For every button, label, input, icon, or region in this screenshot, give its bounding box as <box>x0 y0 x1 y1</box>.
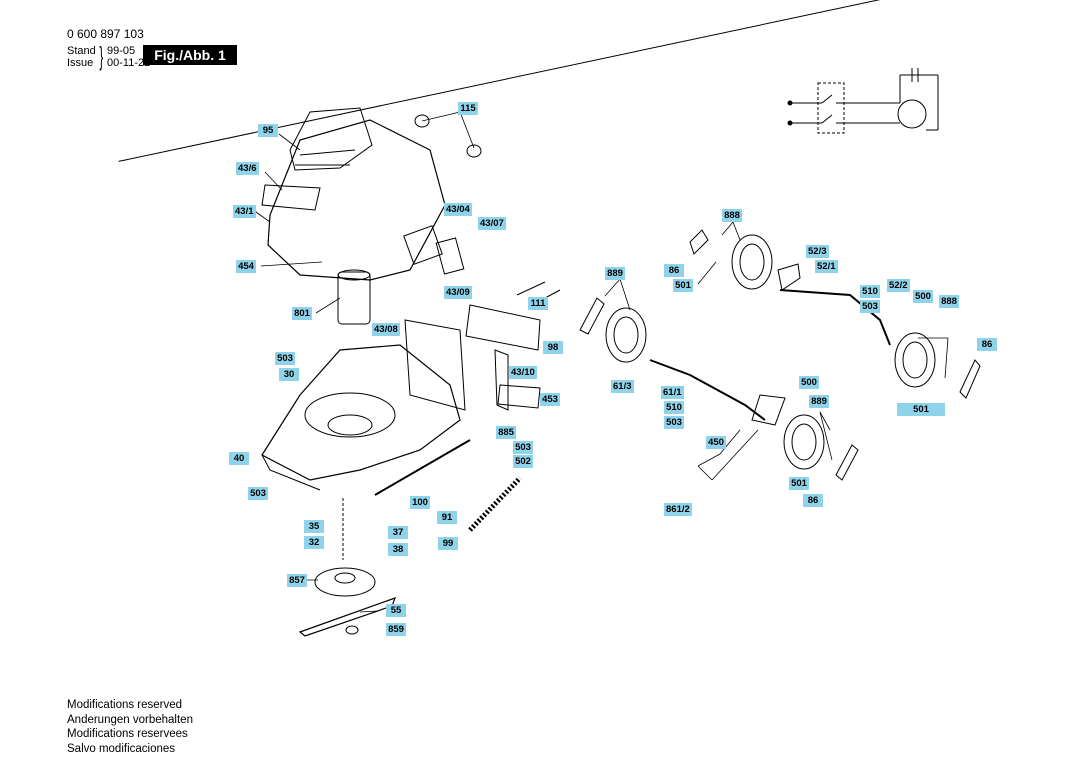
callout-86-a: 86 <box>664 264 684 277</box>
figure-tag: Fig./Abb. 1 <box>143 45 237 65</box>
callout-889-a: 889 <box>605 267 625 280</box>
callout-503-c: 503 <box>248 487 268 500</box>
callout-91: 91 <box>437 511 457 524</box>
callout-38: 38 <box>388 543 408 556</box>
callout-30: 30 <box>279 368 299 381</box>
callout-86-c: 86 <box>803 494 823 507</box>
motor-hood <box>261 107 446 281</box>
callout-43-09: 43/09 <box>444 286 472 299</box>
callout-40: 40 <box>229 452 249 465</box>
stand-value: 99-05 <box>107 45 1067 57</box>
issue-label: Issue <box>67 57 94 69</box>
callout-35: 35 <box>304 520 324 533</box>
callout-98: 98 <box>543 341 563 354</box>
mower-deck <box>261 319 466 491</box>
callout-857: 857 <box>287 574 307 587</box>
callout-99: 99 <box>438 537 458 550</box>
callout-861-2: 861/2 <box>664 503 692 516</box>
callout-61-1: 61/1 <box>661 386 684 399</box>
callout-52-1: 52/1 <box>815 260 838 273</box>
callout-500-b: 500 <box>799 376 819 389</box>
callout-888-b: 888 <box>939 295 959 308</box>
callout-32: 32 <box>304 536 324 549</box>
callout-885: 885 <box>496 426 516 439</box>
callout-510-a: 510 <box>860 285 880 298</box>
callout-43-1: 43/1 <box>233 205 256 218</box>
callout-801: 801 <box>292 307 312 320</box>
callout-450: 450 <box>706 436 726 449</box>
callout-43-6: 43/6 <box>236 162 259 175</box>
callout-55: 55 <box>386 604 406 617</box>
callout-115: 115 <box>458 102 478 115</box>
callout-43-04: 43/04 <box>444 203 472 216</box>
brace-glyph: } <box>99 41 104 71</box>
leader-lines <box>255 111 949 613</box>
caps <box>414 114 482 275</box>
callout-86-b: 86 <box>977 338 997 351</box>
callout-52-3: 52/3 <box>806 245 829 258</box>
callout-503-e: 503 <box>664 416 684 429</box>
stand-label: Stand <box>67 45 96 57</box>
fan-and-blade <box>298 498 397 637</box>
callout-501-c: 501 <box>789 477 809 490</box>
callout-43-08: 43/08 <box>372 323 400 336</box>
callout-501-b: 501 <box>897 403 945 416</box>
grass-panels <box>465 281 561 411</box>
issue-value: 00-11-22 <box>107 57 151 69</box>
callout-500-a: 500 <box>913 290 933 303</box>
footer-line-en: Modifications reserved <box>67 699 183 711</box>
wheels-front <box>783 332 981 481</box>
wheels-rear <box>579 229 773 363</box>
spring <box>468 476 522 532</box>
callout-43-07: 43/07 <box>478 217 506 230</box>
callout-37: 37 <box>388 526 408 539</box>
callout-503-a: 503 <box>275 352 295 365</box>
motor <box>337 269 371 325</box>
callout-502: 502 <box>513 455 533 468</box>
axle-rod <box>374 439 471 496</box>
footer-line-es: Salvo modificaciones <box>67 742 176 755</box>
callout-503-b: 503 <box>513 441 533 454</box>
footer-line-fr: Modifications reservees <box>67 728 188 740</box>
callout-95: 95 <box>258 124 278 137</box>
callout-111: 111 <box>528 297 548 310</box>
callout-859: 859 <box>386 623 406 636</box>
callout-453: 453 <box>540 393 560 406</box>
part-number: 0 600 897 103 <box>67 27 144 41</box>
callout-100: 100 <box>410 496 430 509</box>
circuit-schematic <box>787 68 939 134</box>
callout-889-b: 889 <box>809 395 829 408</box>
callout-61-3: 61/3 <box>611 380 634 393</box>
callout-501-a: 501 <box>673 279 693 292</box>
footer-line-de: Anderungen vorbehalten <box>67 713 193 726</box>
footer-notice: Modifications reserved Anderungen vorbeh… <box>67 698 193 756</box>
callout-503-d: 503 <box>860 300 880 313</box>
callout-888-a: 888 <box>722 209 742 222</box>
callout-43-10: 43/10 <box>509 366 537 379</box>
callout-454: 454 <box>236 260 256 273</box>
callout-510-b: 510 <box>664 401 684 414</box>
callout-52-2: 52/2 <box>887 279 910 292</box>
